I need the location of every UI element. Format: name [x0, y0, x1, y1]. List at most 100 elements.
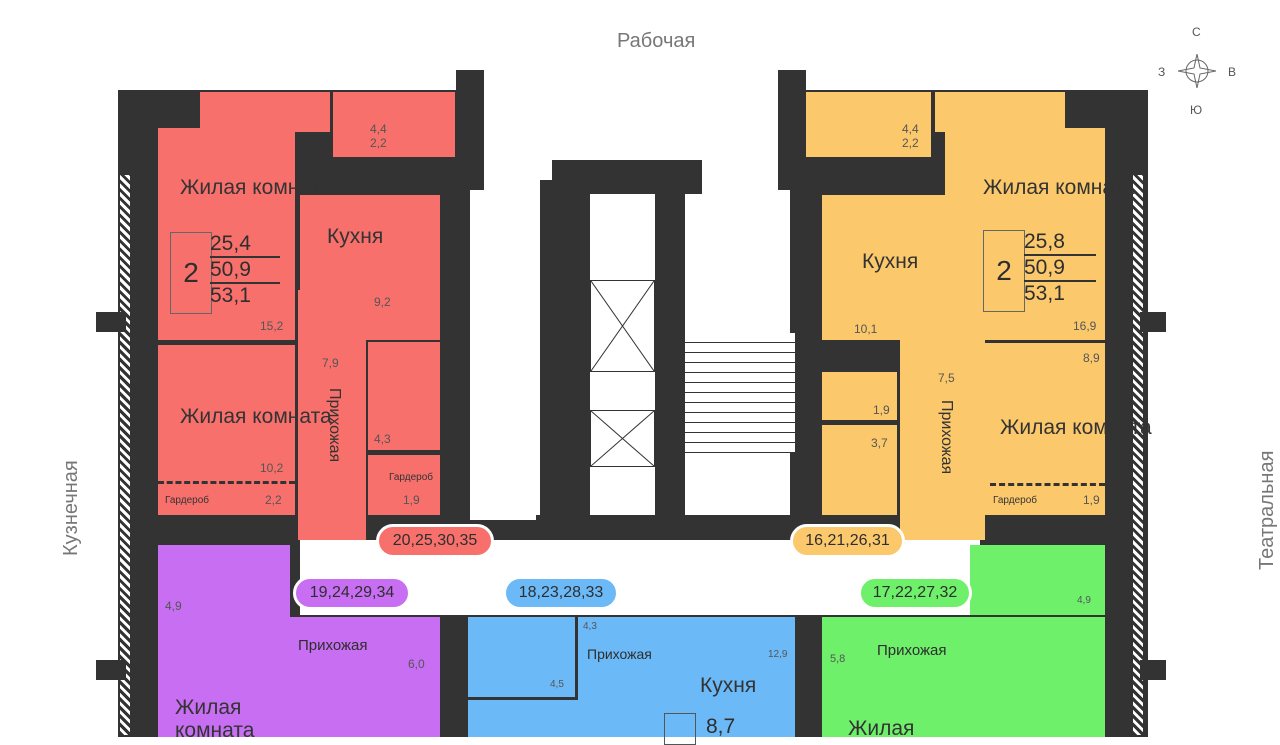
room-area: 4,3 [583, 621, 597, 632]
room-area: 3,7 [871, 436, 888, 450]
wardrobe-label: Гардероб [165, 495, 209, 506]
red-hall[interactable] [298, 290, 366, 540]
yellow-wc[interactable] [822, 372, 897, 420]
wardrobe-label: Гардероб [993, 495, 1037, 506]
yellow-living-room-2[interactable] [985, 343, 1105, 515]
room-area: 9,2 [374, 295, 391, 309]
room-area: 1,9 [403, 493, 420, 507]
floors-badge-yellow[interactable]: 16,21,26,31 [790, 524, 905, 558]
room-area: 10,1 [854, 322, 878, 336]
balcony-area-1: 4,4 [902, 122, 919, 136]
column [456, 70, 484, 190]
green-hall[interactable] [822, 617, 1105, 737]
wall [468, 697, 578, 700]
room-area: 4,5 [550, 679, 564, 690]
area-summary: 25,4 50,9 53,1 [210, 232, 280, 308]
red-wardrobe[interactable] [368, 455, 440, 515]
yellow-bathroom[interactable] [822, 425, 897, 515]
total-area-balcony: 53,1 [210, 284, 251, 307]
yellow-hall[interactable] [900, 195, 985, 540]
room-area: 15,2 [260, 319, 284, 333]
room-area: 2,2 [265, 493, 282, 507]
room-label: Жилая комната [175, 696, 255, 742]
room-label: Жилая [848, 717, 915, 740]
red-living-room-1[interactable] [158, 128, 295, 340]
room-area: 4,9 [1077, 595, 1091, 606]
room-area: 4,3 [374, 432, 391, 446]
compass-e: В [1228, 65, 1237, 79]
red-bathroom[interactable] [368, 342, 440, 450]
red-balcony[interactable] [333, 92, 455, 157]
street-right: Театральная [1256, 450, 1278, 570]
column [1140, 660, 1166, 680]
core-wall [655, 180, 685, 520]
hall-label: Прихожая [587, 646, 652, 662]
balcony-area-2: 2,2 [370, 136, 387, 150]
wall [575, 617, 578, 699]
floors-badge-purple[interactable]: 19,24,29,34 [293, 576, 411, 610]
total-area: 50,9 [1024, 256, 1096, 282]
red-bay [200, 92, 330, 132]
compass-w: З [1158, 65, 1166, 79]
staircase-icon [685, 333, 795, 453]
hatch-left [120, 175, 130, 735]
floors-badge-green[interactable]: 17,22,27,32 [858, 576, 972, 610]
room-area: 16,9 [1073, 319, 1097, 333]
column [778, 70, 806, 190]
core-wall [536, 515, 791, 540]
red-living-room-2[interactable] [158, 345, 295, 515]
balcony-area-1: 4,4 [370, 122, 387, 136]
street-left: Кузнечная [60, 460, 82, 556]
wardrobe-divider [158, 481, 295, 484]
rooms-count-value: 2 [183, 257, 199, 288]
wardrobe-divider [990, 483, 1105, 486]
living-area: 25,8 [1024, 230, 1096, 256]
hall-label: Прихожая [326, 388, 343, 463]
hall-label: Прихожая [877, 642, 947, 659]
purple-hall[interactable] [158, 617, 440, 737]
column [1140, 312, 1166, 332]
floors-badge-red[interactable]: 20,25,30,35 [376, 524, 494, 558]
rooms-count: 2 [170, 232, 212, 314]
compass: С З В Ю [1158, 25, 1236, 116]
room-area: 4,9 [165, 599, 182, 613]
room-label: Жилая комната [180, 405, 332, 428]
room-area: 10,2 [260, 461, 284, 475]
rooms-count [664, 713, 696, 745]
elevator-1 [590, 280, 655, 372]
floors-badge-blue[interactable]: 18,23,28,33 [503, 576, 619, 610]
column [96, 660, 126, 680]
core-wall [540, 180, 590, 540]
living-area: 8,7 [706, 715, 736, 738]
room-area: 5,8 [830, 653, 846, 665]
room-area: 12,9 [768, 649, 788, 660]
room-label: Жилая комната [983, 176, 1135, 199]
room-area: 7,5 [938, 371, 955, 385]
living-area: 25,4 [210, 232, 280, 258]
hatch-right [1133, 175, 1143, 735]
balcony-area-2: 2,2 [902, 136, 919, 150]
room-area: 1,9 [1083, 493, 1100, 507]
kitchen-label: Кухня [327, 225, 384, 248]
compass-rose-icon [1178, 54, 1216, 88]
rooms-count: 2 [983, 230, 1025, 312]
blue-apartment[interactable] [468, 617, 795, 737]
yellow-bay [935, 92, 1065, 132]
room-area: 7,9 [322, 356, 339, 370]
rooms-count-value: 2 [996, 255, 1012, 286]
room-label: Жилая комната [180, 176, 332, 199]
yellow-balcony[interactable] [806, 92, 931, 157]
wardrobe-label: Гардероб [389, 472, 433, 483]
area-summary: 25,8 50,9 53,1 [1024, 230, 1096, 306]
green-bathroom[interactable] [970, 545, 1105, 615]
street-top: Рабочая [617, 30, 696, 52]
hall-label: Прихожая [938, 400, 955, 475]
kitchen-label: Кухня [862, 250, 919, 273]
room-area: 6,0 [408, 657, 425, 671]
room-area: 1,9 [873, 403, 890, 417]
column [96, 312, 126, 332]
room-area: 8,9 [1083, 351, 1100, 365]
elevator-2 [590, 410, 655, 467]
compass-n: С [1192, 25, 1201, 39]
